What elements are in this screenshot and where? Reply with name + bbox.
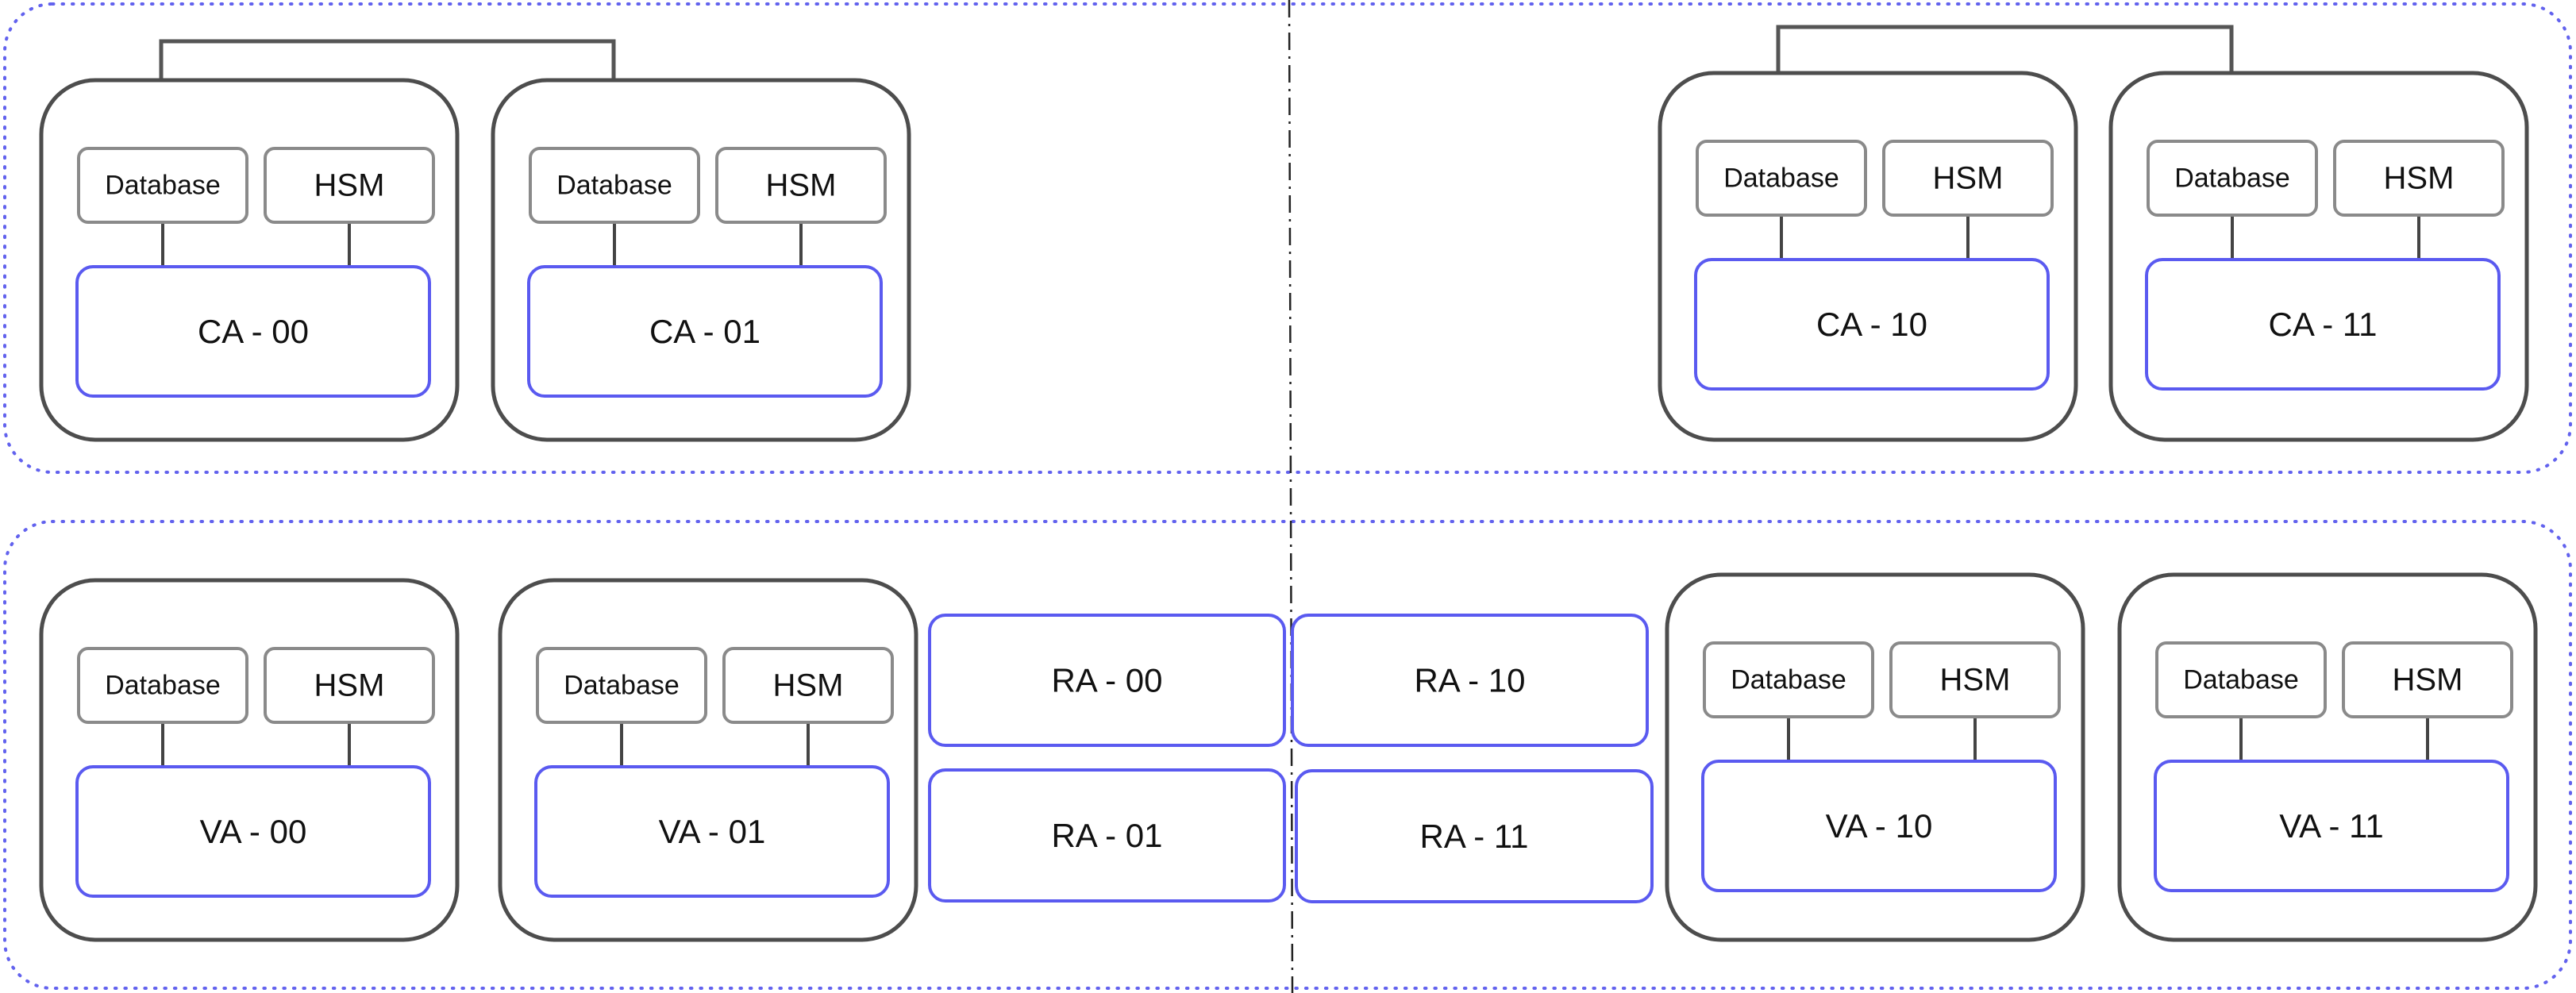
service-label: CA - 11 [2269, 306, 2378, 343]
hsm-box [1889, 641, 2061, 718]
database-box [77, 147, 248, 224]
ca-node-01[interactable]: Database HSM CA - 01 [491, 78, 911, 442]
ra-label: RA - 01 [1051, 817, 1162, 854]
database-label: Database [556, 171, 672, 201]
database-label: Database [2174, 164, 2290, 194]
ra-node-11[interactable]: RA - 11 [1295, 769, 1654, 903]
database-component[interactable]: Database [2147, 140, 2318, 217]
service-box [2145, 258, 2501, 391]
database-label: Database [105, 671, 221, 701]
database-label: Database [1731, 665, 1846, 695]
hsm-label: HSM [314, 168, 385, 203]
database-box [2147, 140, 2318, 217]
database-component[interactable]: Database [536, 647, 707, 724]
service-label: VA - 11 [2279, 807, 2384, 845]
va-node-01-service[interactable]: VA - 01 [534, 765, 890, 898]
ca-node-10[interactable]: Database HSM CA - 10 [1658, 71, 2078, 442]
hsm-label: HSM [314, 668, 385, 703]
ra-label: RA - 00 [1051, 662, 1162, 699]
hsm-box [722, 647, 894, 724]
va-node-10[interactable]: Database HSM VA - 10 [1665, 572, 2085, 942]
va-ra-cluster-boundary [3, 520, 2572, 990]
hsm-component[interactable]: HSM [1882, 140, 2054, 217]
ra-box [1295, 769, 1654, 903]
hsm-label: HSM [766, 168, 837, 203]
database-component[interactable]: Database [1703, 641, 1874, 718]
ra-node-00[interactable]: RA - 00 [928, 614, 1286, 747]
service-label: VA - 10 [1826, 807, 1933, 845]
hsm-box [2333, 140, 2505, 217]
hsm-label: HSM [2393, 663, 2463, 698]
service-label: VA - 01 [659, 813, 766, 850]
hsm-box [264, 147, 435, 224]
ra-label: RA - 11 [1420, 818, 1529, 855]
service-label: CA - 01 [649, 313, 760, 350]
service-label: CA - 00 [198, 313, 309, 350]
ra-box [928, 768, 1286, 903]
hsm-box [1882, 140, 2054, 217]
ca-node-11[interactable]: Database HSM CA - 11 [2108, 71, 2529, 442]
hsm-label: HSM [2384, 161, 2455, 196]
va-node-00-service[interactable]: VA - 00 [75, 765, 431, 898]
database-component[interactable]: Database [2155, 641, 2327, 718]
database-component[interactable]: Database [77, 647, 248, 724]
service-box [2154, 760, 2509, 892]
va-node-00[interactable]: Database HSM VA - 00 [39, 578, 460, 942]
hsm-component[interactable]: HSM [1889, 641, 2061, 718]
region-divider-line [1288, 0, 1294, 993]
ra-box [928, 614, 1286, 747]
database-label: Database [1723, 164, 1839, 194]
va-node-11[interactable]: Database HSM VA - 11 [2117, 572, 2538, 942]
database-component[interactable]: Database [77, 147, 248, 224]
hsm-component[interactable]: HSM [264, 147, 435, 224]
ra-label: RA - 10 [1414, 662, 1525, 699]
hsm-component[interactable]: HSM [2333, 140, 2505, 217]
hsm-component[interactable]: HSM [264, 647, 435, 724]
database-box [1703, 641, 1874, 718]
ca-node-00-service[interactable]: CA - 00 [75, 265, 431, 398]
database-component[interactable]: Database [1696, 140, 1867, 217]
hsm-component[interactable]: HSM [2342, 641, 2513, 718]
database-label: Database [2183, 665, 2299, 695]
ca-node-00[interactable]: Database HSM CA - 00 [39, 78, 460, 442]
hsm-box [264, 647, 435, 724]
va-node-01[interactable]: Database HSM VA - 01 [498, 578, 918, 942]
service-label: CA - 10 [1816, 306, 1927, 343]
database-box [77, 647, 248, 724]
va-node-11-service[interactable]: VA - 11 [2154, 760, 2509, 892]
hsm-box [715, 147, 887, 224]
ra-node-01[interactable]: RA - 01 [928, 768, 1286, 903]
database-box [2155, 641, 2327, 718]
va-node-10-service[interactable]: VA - 10 [1701, 760, 2057, 892]
hsm-component[interactable]: HSM [715, 147, 887, 224]
hsm-component[interactable]: HSM [722, 647, 894, 724]
hsm-label: HSM [1940, 663, 2011, 698]
database-box [536, 647, 707, 724]
ra-node-10[interactable]: RA - 10 [1291, 614, 1649, 747]
database-box [1696, 140, 1867, 217]
ca-node-01-service[interactable]: CA - 01 [527, 265, 883, 398]
database-label: Database [564, 671, 680, 701]
database-box [529, 147, 700, 224]
database-component[interactable]: Database [529, 147, 700, 224]
service-box [534, 765, 890, 898]
hsm-label: HSM [1933, 161, 2004, 196]
hsm-label: HSM [773, 668, 844, 703]
service-box [1694, 258, 2050, 391]
service-box [1701, 760, 2057, 892]
ca-node-10-service[interactable]: CA - 10 [1694, 258, 2050, 391]
hsm-box [2342, 641, 2513, 718]
database-label: Database [105, 171, 221, 201]
service-label: VA - 00 [200, 813, 307, 850]
service-box [75, 765, 431, 898]
ca-cluster-boundary [3, 2, 2572, 474]
ca-node-11-service[interactable]: CA - 11 [2145, 258, 2501, 391]
ra-box [1291, 614, 1649, 747]
service-box [75, 265, 431, 398]
service-box [527, 265, 883, 398]
